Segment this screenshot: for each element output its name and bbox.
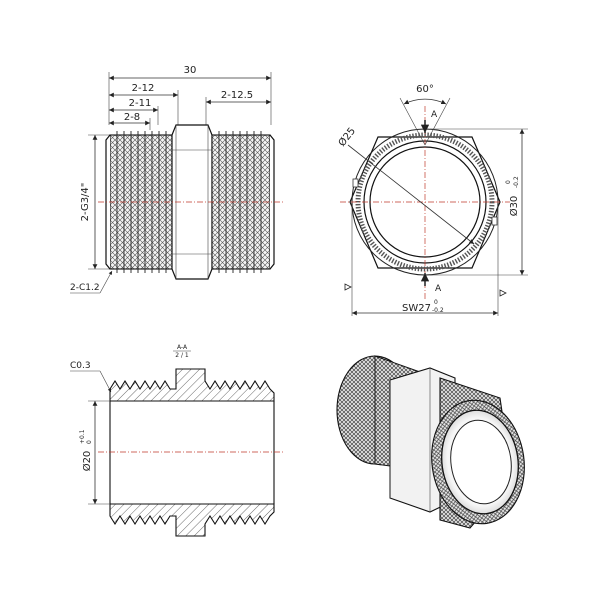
hex-flat-mark (352, 178, 359, 188)
chamfer-leader (99, 270, 113, 294)
inner-diameter-label: Ø25 (336, 125, 358, 149)
section-scale: 2 / 1 (175, 352, 189, 359)
af-tol-upper: 0 (434, 299, 438, 306)
angle-extension (399, 97, 426, 146)
dim-overall-length-label: 30 (184, 65, 197, 76)
front-view: 30 2-12 2-11 2-8 2-12.5 2-G3/4" (70, 65, 284, 294)
end-view: 60° A A Ø25 Ø30 0 -0.2 SW27 0 -0.2 (336, 84, 528, 316)
chamfer-label: 2-C1.2 (70, 283, 100, 293)
bore-tol-lower: 0 (86, 440, 93, 444)
outer-tol-lower: -0.2 (513, 176, 520, 188)
dim-thread-left-mid-label: 2-11 (129, 98, 152, 109)
section-title: A-A (177, 344, 188, 351)
isometric-view (336, 355, 525, 529)
section-mark-bottom: A (435, 284, 442, 294)
section-view: A-A 2 / 1 C0.3 Ø20 +0.1 0 (70, 344, 285, 537)
dim-thread-right-label: 2-12.5 (221, 90, 253, 101)
across-flats-label: SW27 (402, 303, 431, 314)
angle-extension (424, 97, 451, 146)
view-mark (344, 283, 352, 291)
outer-tol-upper: 0 (505, 180, 512, 184)
section-chamfer-label: C0.3 (70, 361, 91, 371)
iso-bore (450, 419, 512, 505)
dim-thread-left-inner-label: 2-8 (124, 112, 140, 123)
hex-flat-mark (491, 216, 498, 226)
dim-thread-left-outer-label: 2-12 (132, 83, 155, 94)
view-mark (499, 289, 507, 297)
angle-arc (403, 98, 447, 105)
section-wall-upper (109, 368, 275, 402)
af-tol-lower: -0.2 (432, 307, 444, 314)
chamfer-leader (99, 370, 112, 393)
bore-tol-upper: +0.1 (79, 429, 86, 444)
bore-diameter-label: Ø20 (81, 451, 93, 472)
thread-spec-label: 2-G3/4" (80, 183, 91, 222)
outer-diameter-label: Ø30 (508, 196, 520, 217)
dim-inner-diameter (347, 144, 475, 245)
section-wall-lower (109, 503, 275, 537)
section-mark-top: A (431, 110, 438, 120)
angle-label: 60° (416, 84, 434, 95)
